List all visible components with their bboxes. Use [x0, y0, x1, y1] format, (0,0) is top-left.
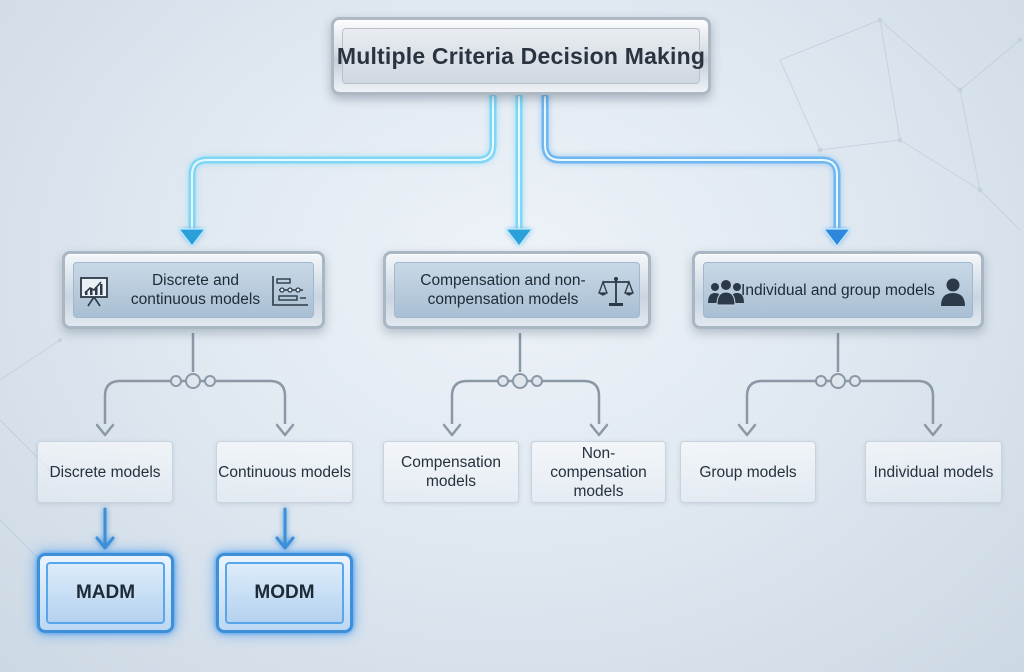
method-madm: MADM	[37, 553, 174, 633]
connector-individual-to-leaves	[745, 333, 935, 424]
connector-root-to-discrete	[188, 93, 497, 236]
leaf-label: Continuous models	[218, 463, 351, 481]
arrowhead-group-models	[737, 423, 757, 437]
junction-individual	[830, 373, 846, 389]
leaf-individual-models: Individual models	[865, 441, 1002, 503]
arrowhead-discrete-models	[95, 423, 115, 437]
category-compensation: Compensation and non-compensation models	[383, 251, 651, 329]
category-label: Individual and group models	[741, 281, 935, 299]
category-label: Compensation and non-compensation models	[420, 272, 586, 308]
method-label: MADM	[75, 582, 136, 603]
single-person-icon	[941, 278, 965, 306]
arrowhead-non-compensation-models	[589, 423, 609, 437]
arrowhead-discrete	[177, 228, 207, 247]
arrowhead-compensation-models	[442, 423, 462, 437]
arrowhead-individual-models	[923, 423, 943, 437]
arrowhead-compensation	[504, 228, 534, 247]
category-discrete-continuous: Discrete and continuous models	[62, 251, 325, 329]
category-individual-group: Individual and group models	[692, 251, 984, 329]
leaf-label: Compensation models	[401, 454, 501, 490]
leaf-label: Individual models	[873, 463, 994, 481]
arrowhead-individual	[822, 228, 852, 247]
root-title: Multiple Criteria Decision Making	[336, 42, 706, 69]
leaf-discrete-models: Discrete models	[37, 441, 173, 503]
connector-compensation-to-leaves	[450, 333, 601, 424]
leaf-label: Non-compensation models	[550, 444, 647, 500]
leaf-group-models: Group models	[680, 441, 816, 503]
balance-scale-icon	[598, 277, 634, 306]
leaf-compensation-models: Compensation models	[383, 441, 519, 503]
leaf-label: Group models	[699, 463, 797, 481]
leaf-label: Discrete models	[49, 463, 161, 481]
method-modm: MODM	[216, 553, 353, 633]
junction-compensation	[512, 373, 528, 389]
leaf-continuous-models: Continuous models	[216, 441, 353, 503]
leaf-non-compensation-models: Non-compensation models	[531, 441, 666, 503]
connector-discrete-to-leaves	[103, 333, 287, 424]
root-node: Multiple Criteria Decision Making	[331, 17, 711, 95]
arrowhead-continuous-models	[275, 423, 295, 437]
connector-root-to-individual	[541, 93, 841, 236]
category-label: Discrete and continuous models	[130, 272, 261, 308]
junction-discrete	[185, 373, 201, 389]
presentation-chart-icon	[80, 277, 108, 307]
method-label: MODM	[254, 582, 315, 603]
group-people-icon	[708, 280, 744, 306]
gantt-timeline-icon	[272, 276, 308, 306]
